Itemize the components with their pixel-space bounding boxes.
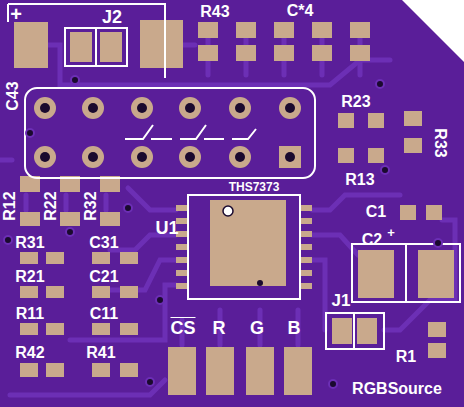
silkscreen-label: R22 — [43, 191, 59, 220]
silkscreen-label: R11 — [16, 306, 44, 322]
silkscreen-label: CS — [170, 319, 195, 337]
silkscreen-label: C31 — [89, 235, 118, 251]
header-holes — [34, 97, 301, 168]
silkscreen-label: R42 — [15, 345, 44, 361]
silkscreen — [8, 4, 460, 349]
silkscreen-label: R43 — [200, 4, 229, 20]
silkscreen-label: R12 — [2, 191, 18, 220]
silkscreen-label: RGBSource — [352, 381, 442, 397]
silkscreen-label: + — [10, 4, 22, 24]
silkscreen-label: C1 — [366, 204, 386, 220]
silkscreen-label: R1 — [396, 349, 416, 365]
copper-pads — [14, 20, 454, 395]
silkscreen-label: R33 — [432, 128, 448, 157]
silkscreen-label: U1 — [155, 219, 178, 237]
silkscreen-label: J2 — [102, 8, 122, 26]
silkscreen-label: B — [288, 319, 301, 337]
copper-traces — [0, 38, 455, 395]
silkscreen-label: J1 — [332, 292, 351, 309]
silkscreen-label: R32 — [83, 191, 99, 220]
silkscreen-label: G — [250, 319, 264, 337]
silkscreen-label: + — [387, 226, 395, 239]
silkscreen-label: R31 — [15, 235, 44, 251]
vias — [4, 76, 442, 388]
silkscreen-label: R — [213, 319, 226, 337]
silkscreen-label: C43 — [5, 81, 21, 110]
silkscreen-label: R13 — [345, 172, 374, 188]
silkscreen-label: C21 — [89, 269, 118, 285]
silkscreen-label: C11 — [90, 306, 118, 322]
silkscreen-label: R23 — [341, 94, 370, 110]
silkscreen-label: R21 — [15, 269, 44, 285]
pin1-marker — [223, 206, 233, 216]
via — [257, 280, 263, 286]
silkscreen-label: C*4 — [287, 3, 314, 19]
silkscreen-label: THS7373 — [229, 181, 280, 193]
silkscreen-label: R41 — [86, 345, 115, 361]
silkscreen-label: C2 — [362, 232, 382, 248]
ic-pins — [176, 205, 312, 289]
